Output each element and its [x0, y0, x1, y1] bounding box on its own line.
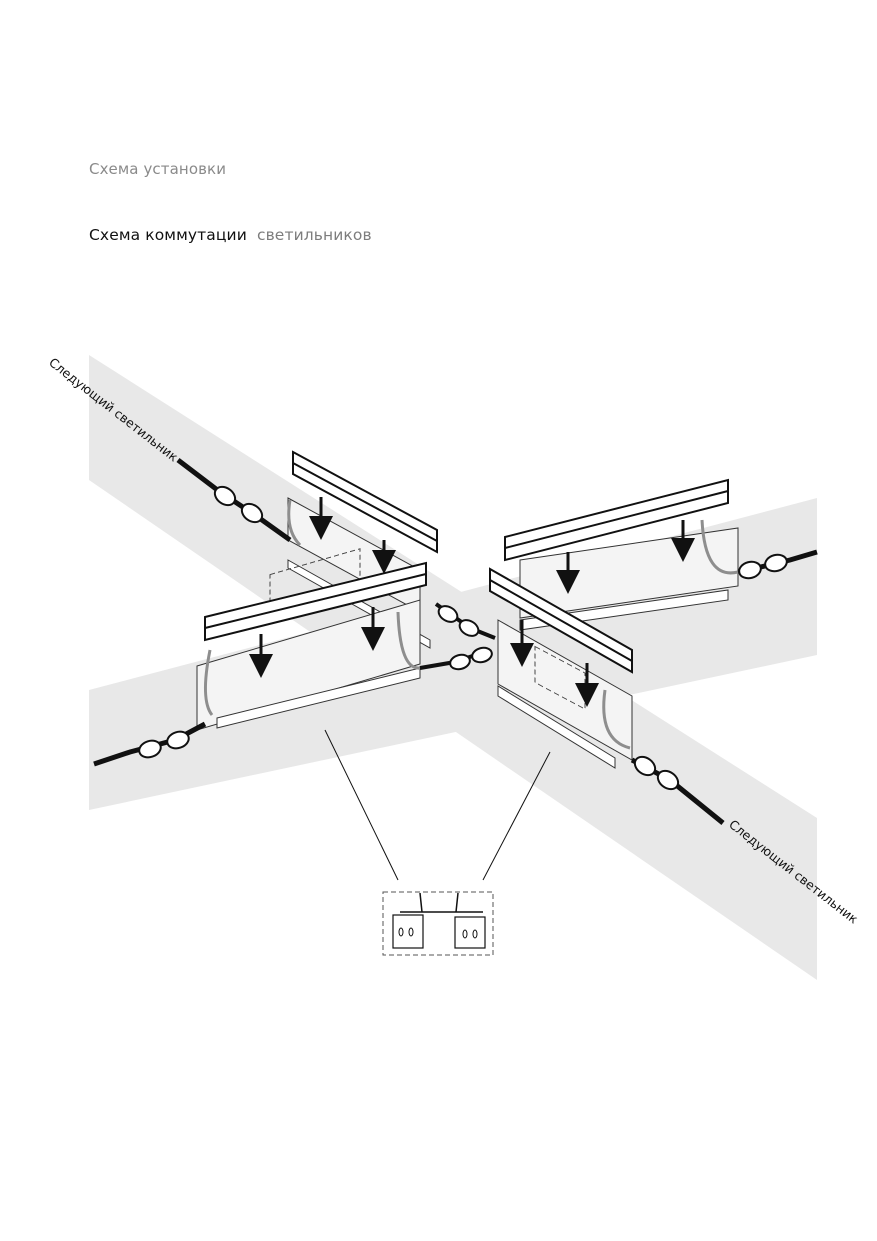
- subtitle-secondary: светильников: [256, 226, 372, 244]
- connector: [240, 502, 264, 524]
- connector: [633, 755, 657, 777]
- mounting-base: [216, 667, 421, 729]
- connector: [458, 619, 480, 637]
- profile-bar: [204, 561, 427, 642]
- connector: [449, 653, 471, 671]
- internal-cable: [287, 499, 302, 547]
- internal-cable: [203, 649, 214, 716]
- section-title: Схема установки: [89, 160, 227, 178]
- connector: [437, 605, 459, 623]
- connector: [138, 739, 162, 759]
- subtitle-main: Схема коммутации: [89, 226, 247, 244]
- connector: [213, 485, 237, 507]
- internal-cable: [396, 611, 421, 670]
- mounting-base: [497, 685, 616, 769]
- connectors: [138, 485, 788, 791]
- bracket-post: [419, 892, 423, 913]
- internal-cable: [700, 519, 739, 575]
- profile-bar: [504, 478, 729, 562]
- bracket-left: [392, 914, 424, 949]
- profile-bar: [292, 450, 438, 554]
- fixture-top-right: [504, 478, 739, 631]
- detail-callout: [324, 729, 551, 956]
- callout-line: [482, 751, 551, 881]
- internal-cable: [602, 689, 631, 750]
- cable-top-left: [176, 458, 292, 543]
- profile-bar: [489, 567, 633, 674]
- connector: [738, 560, 762, 580]
- connector: [764, 553, 788, 573]
- bracket-post: [455, 892, 459, 913]
- connector: [166, 730, 190, 750]
- connector: [656, 769, 680, 791]
- bracket-right: [454, 916, 486, 949]
- page-subtitle: Схема коммутации светильников: [89, 226, 372, 244]
- callout-line: [324, 729, 399, 881]
- connector: [471, 646, 493, 664]
- fixture-bottom-left: [196, 548, 427, 731]
